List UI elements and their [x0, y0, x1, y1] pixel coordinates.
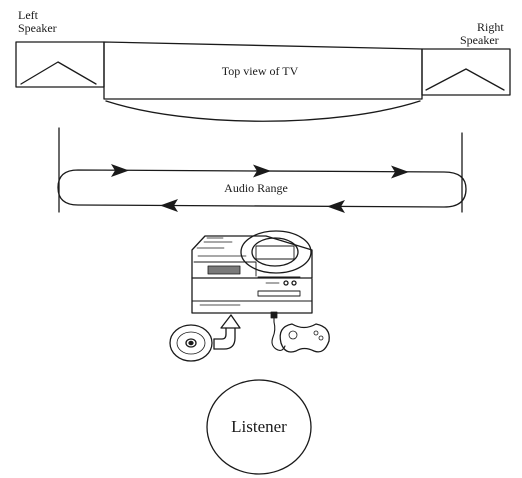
right-speaker-box — [421, 48, 511, 96]
audio-range-loop — [57, 127, 467, 213]
game-console-cd-unit-icon — [191, 230, 313, 314]
right-speaker-label-line2: Speaker — [460, 33, 499, 47]
tv-label: Top view of TV — [221, 64, 299, 78]
audio-range-arrowheads — [111, 164, 409, 213]
compact-disc-icon — [169, 324, 213, 362]
listener-label: Listener — [231, 417, 287, 436]
arrowhead-left-1 — [327, 200, 345, 213]
audio-range-label: Audio Range — [224, 181, 288, 195]
tv-box — [103, 41, 423, 122]
arrowhead-left-2 — [160, 199, 178, 212]
right-speaker-label-line1: Right — [477, 20, 504, 34]
arrowhead-right-1 — [111, 164, 129, 177]
arrowhead-right-2 — [253, 164, 271, 178]
controller-icon — [270, 311, 330, 353]
left-speaker-box — [15, 41, 105, 88]
arrowhead-right-3 — [391, 165, 409, 179]
left-speaker-label-line2: Speaker — [18, 21, 57, 35]
listener-circle — [206, 379, 312, 475]
curved-arrow-icon — [213, 314, 241, 350]
left-speaker-label-line1: Left — [18, 8, 38, 22]
